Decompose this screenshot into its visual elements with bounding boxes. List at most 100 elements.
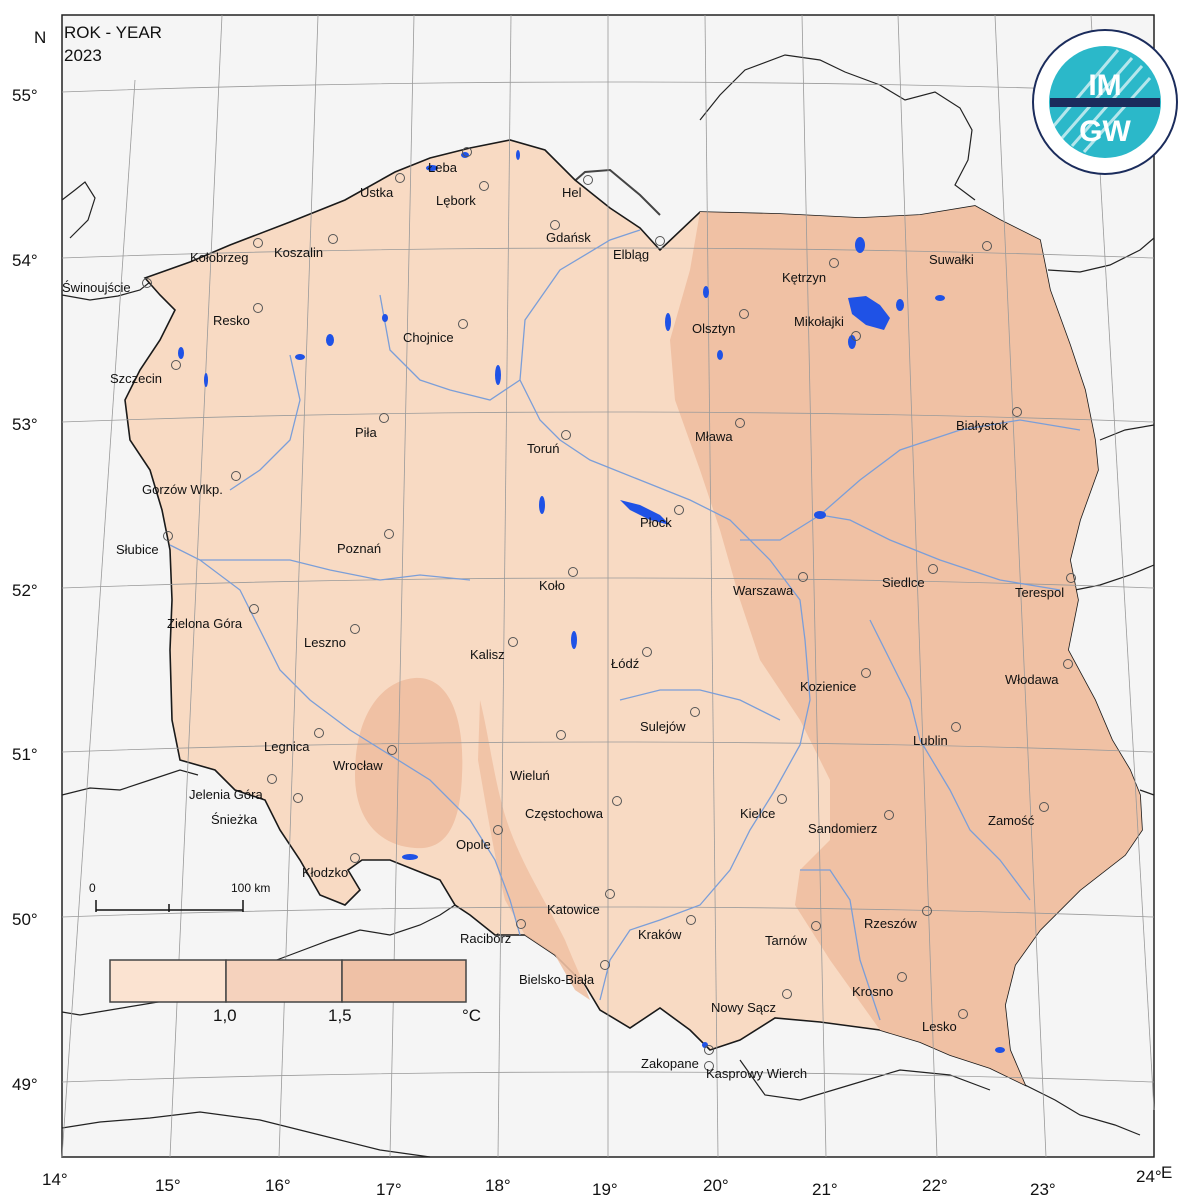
station-marker <box>811 921 821 931</box>
station-marker <box>782 989 792 999</box>
station-marker <box>328 234 338 244</box>
station-label: Suwałki <box>929 252 974 267</box>
latitude-labels: 55° 54° 53° 52° 51° 50° 49° <box>12 86 38 1094</box>
station-label: Kętrzyn <box>782 270 826 285</box>
station-label: Zamość <box>988 813 1035 828</box>
station-label: Tarnów <box>765 933 808 948</box>
station-label: Krosno <box>852 984 893 999</box>
station-label: Białystok <box>956 418 1009 433</box>
station-marker <box>612 796 622 806</box>
logo-text-bottom: GW <box>1079 115 1131 148</box>
station-marker <box>508 637 518 647</box>
latitude-label: 52° <box>12 581 38 600</box>
station-label: Ustka <box>360 185 394 200</box>
station-label: Lesko <box>922 1019 957 1034</box>
station-marker <box>142 278 152 288</box>
station-marker <box>884 810 894 820</box>
station-label: Częstochowa <box>525 806 604 821</box>
station-label: Olsztyn <box>692 321 735 336</box>
imgw-logo: IM GW <box>1032 29 1178 175</box>
station-marker <box>387 745 397 755</box>
station-marker <box>379 413 389 423</box>
station-marker <box>493 825 503 835</box>
longitude-label: 16° <box>265 1176 291 1195</box>
station-label: Racibórz <box>460 931 511 946</box>
station-markers <box>142 147 1076 1071</box>
station-marker <box>690 707 700 717</box>
legend-swatch-high <box>341 959 467 1003</box>
station-labels: Łeba Ustka Lębork Hel Gdańsk Elbląg Koło… <box>62 160 1064 1081</box>
station-label: Rzeszów <box>864 916 917 931</box>
station-marker <box>642 647 652 657</box>
scale-end: 100 km <box>231 881 270 895</box>
station-marker <box>253 238 263 248</box>
station-marker <box>384 529 394 539</box>
station-label: Sulejów <box>640 719 686 734</box>
longitude-label: 18° <box>485 1176 511 1195</box>
anomaly-zone-silesia <box>478 700 590 1000</box>
station-label: Włodawa <box>1005 672 1059 687</box>
station-label: Hel <box>562 185 582 200</box>
station-label: Katowice <box>547 902 600 917</box>
station-label: Gorzów Wlkp. <box>142 482 223 497</box>
station-label: Kołobrzeg <box>190 250 249 265</box>
station-label: Terespol <box>1015 585 1064 600</box>
station-marker <box>704 1045 714 1055</box>
station-marker <box>829 258 839 268</box>
longitude-label: 24° <box>1136 1167 1162 1186</box>
station-label: Poznań <box>337 541 381 556</box>
station-label: Łeba <box>428 160 458 175</box>
station-label: Śnieżka <box>211 812 258 827</box>
longitude-label: 19° <box>592 1180 618 1198</box>
longitude-label: 20° <box>703 1176 729 1195</box>
anomaly-zone-wroclaw <box>355 677 463 849</box>
neighbour-borders <box>61 54 1155 1158</box>
lakes <box>178 150 1005 1053</box>
scale-bar: 0 100 km <box>89 881 270 912</box>
station-label: Świnoujście <box>62 280 131 295</box>
station-marker <box>951 722 961 732</box>
station-marker <box>777 794 787 804</box>
station-label: Kozienice <box>800 679 856 694</box>
station-marker <box>1063 659 1073 669</box>
station-marker <box>267 774 277 784</box>
east-label: E <box>1161 1163 1172 1182</box>
map-title: ROK - YEAR <box>64 23 162 42</box>
anomaly-zone-east <box>670 206 1142 1085</box>
rivers <box>169 229 1081 1021</box>
station-label: Legnica <box>264 739 310 754</box>
station-marker <box>1066 573 1076 583</box>
station-marker <box>458 319 468 329</box>
station-marker <box>163 531 173 541</box>
station-marker <box>395 173 405 183</box>
station-marker <box>171 360 181 370</box>
station-label: Lublin <box>913 733 948 748</box>
station-marker <box>561 430 571 440</box>
station-label: Wieluń <box>510 768 550 783</box>
station-label: Zakopane <box>641 1056 699 1071</box>
station-label: Kielce <box>740 806 775 821</box>
station-marker <box>735 418 745 428</box>
legend-swatch-low <box>109 959 227 1003</box>
station-marker <box>556 730 566 740</box>
station-label: Kasprowy Wierch <box>706 1066 807 1081</box>
station-label: Elbląg <box>613 247 649 262</box>
station-label: Sandomierz <box>808 821 877 836</box>
longitude-label: 22° <box>922 1176 948 1195</box>
station-marker <box>928 564 938 574</box>
legend-tick: 1,0 <box>213 1006 237 1025</box>
station-label: Lębork <box>436 193 476 208</box>
station-label: Koszalin <box>274 245 323 260</box>
station-label: Kłodzko <box>302 865 348 880</box>
latitude-label: 50° <box>12 910 38 929</box>
station-label: Słubice <box>116 542 159 557</box>
latitude-label: 49° <box>12 1075 38 1094</box>
station-marker <box>704 1061 714 1071</box>
station-label: Nowy Sącz <box>711 1000 776 1015</box>
longitude-label: 17° <box>376 1180 402 1198</box>
station-marker <box>861 668 871 678</box>
station-marker <box>583 175 593 185</box>
station-marker <box>350 624 360 634</box>
legend-tick: 1,5 <box>328 1006 352 1025</box>
